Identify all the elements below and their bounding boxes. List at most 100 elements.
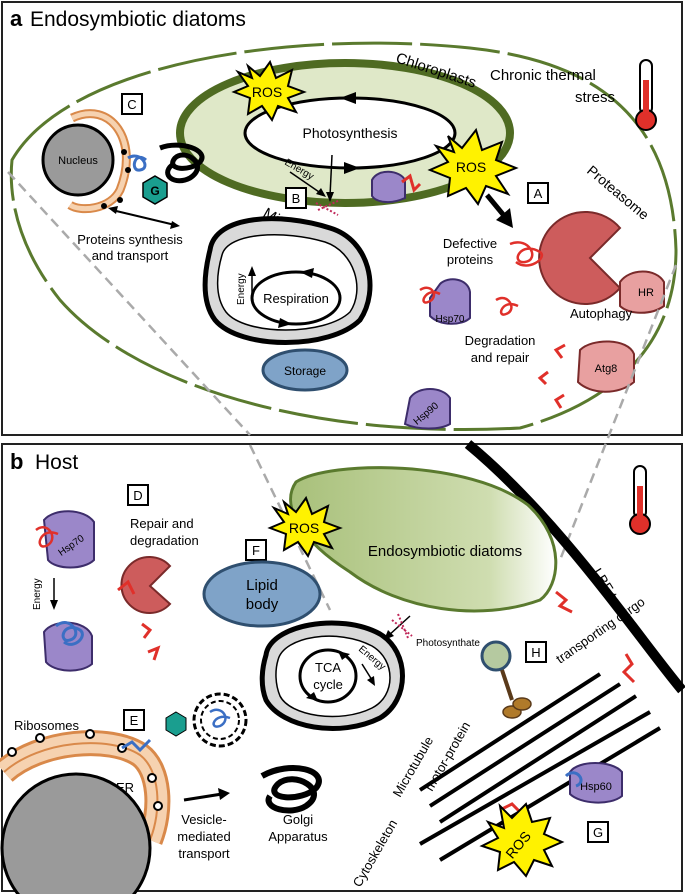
nascent-protein-b	[121, 738, 152, 753]
hsp60-label: Hsp60	[580, 781, 612, 793]
box-c	[121, 93, 143, 115]
panel-a-title: Endosymbiotic diatoms	[30, 8, 246, 31]
atg8-protein	[576, 340, 635, 393]
ros-to-defective-arrowhead	[496, 208, 513, 228]
degradation-repair-label-1: Degradation	[465, 333, 536, 348]
vesicle-cargo	[209, 708, 231, 728]
ros-right-label: ROS	[456, 159, 486, 175]
misfolded-red-a1	[509, 241, 544, 267]
ribosome-b2	[35, 733, 45, 743]
panel-b-letter: b	[10, 449, 23, 474]
tca-label-1: TCA	[315, 660, 341, 675]
storage-label: Storage	[284, 364, 326, 378]
repair-degradation-label-1: Repair and	[130, 516, 194, 531]
degradation-repair-label-2: and repair	[471, 350, 530, 365]
respiration-label: Respiration	[263, 291, 329, 306]
vesicle-label-2: mediated	[177, 829, 230, 844]
photosynthate-label: Photosynthate	[416, 638, 480, 649]
box-b	[285, 187, 307, 209]
hsp70-a	[429, 278, 471, 325]
unfolded-red-b3	[141, 622, 153, 639]
hsp90	[403, 388, 451, 430]
ros-star-right	[427, 127, 519, 206]
ribosome-a2	[125, 167, 131, 173]
nucleus-label: Nucleus	[58, 155, 98, 167]
defective-proteins-label-1: Defective	[443, 236, 497, 251]
chaperone-purple-a1	[371, 170, 406, 204]
energy-d-label: Energy	[32, 578, 43, 610]
photosynthate-blockade	[391, 613, 413, 639]
box-f-label: F	[252, 543, 260, 558]
ros-star-bottom	[479, 802, 565, 878]
vesicle-transport-arrow	[183, 792, 223, 802]
misfolded-red-b1	[35, 526, 59, 548]
box-a-label: A	[534, 186, 543, 201]
misfolded-red-a3	[495, 296, 519, 316]
refolded-blue-b	[55, 621, 84, 646]
nucleus	[41, 123, 115, 197]
hsp60-bound-blue	[564, 771, 583, 788]
unfolded-red-a6	[553, 393, 565, 409]
defective-proteins-label-2: proteins	[447, 252, 494, 267]
proteins-synthesis-label-2: and transport	[92, 248, 169, 263]
lipid-body-label-2: body	[246, 596, 279, 613]
ros-star-b	[267, 495, 343, 559]
cytoskeleton-label: Cytoskeleton	[350, 817, 401, 890]
hsp70-b	[42, 510, 95, 569]
unfolded-protein-a1	[401, 173, 422, 193]
cargo-vesicle	[480, 640, 512, 672]
panel-b-border	[1, 443, 683, 892]
repair-degradation-label-2: degradation	[130, 533, 199, 548]
endosymbiotic-diatoms-label: Endosymbiotic diatoms	[368, 543, 522, 560]
thermometer-icon-b	[629, 465, 651, 535]
ribosome-b5	[147, 773, 157, 783]
lipid-body-label-1: Lipid	[246, 577, 278, 594]
cycle-arrow-bottom	[344, 162, 360, 174]
hr-protein	[619, 270, 665, 314]
protein-transport-double-arrow	[111, 209, 176, 226]
chloro-down-arrow	[329, 154, 333, 197]
box-f	[245, 539, 267, 561]
motor-protein-stalk	[500, 669, 514, 701]
energy-f-arrow	[361, 663, 373, 681]
ros-star-top	[231, 59, 307, 123]
tca-label-2: cycle	[313, 677, 343, 692]
autophagy-label: Autophagy	[570, 306, 633, 321]
panel-b-title: Host	[35, 451, 78, 474]
ribosome-b1	[7, 747, 17, 757]
endosymbiotic-diatom-b	[289, 466, 558, 613]
storage-body	[261, 348, 349, 392]
box-a	[527, 182, 549, 204]
ros-b-label: ROS	[289, 520, 319, 536]
proteasome	[538, 211, 622, 305]
unfolded-red-h2	[499, 802, 522, 814]
box-e	[123, 709, 145, 731]
teal-hexagon-e	[165, 711, 187, 737]
box-g	[587, 821, 609, 843]
cycle-arrow-top	[340, 92, 356, 104]
ribosome-a1	[121, 149, 127, 155]
ros-top-label: ROS	[252, 84, 282, 100]
box-b-label: B	[292, 191, 301, 206]
unfolded-red-b-edge	[555, 590, 573, 614]
unfolded-red-h1	[621, 653, 636, 684]
photosynthesis-label: Photosynthesis	[303, 125, 398, 141]
box-e-label: E	[130, 713, 139, 728]
ribosome-a3	[101, 203, 107, 209]
vesicle-label-3: transport	[178, 846, 230, 861]
proteins-synthesis-label-1: Proteins synthesis	[77, 232, 183, 247]
box-h	[525, 641, 547, 663]
g-hexagon	[142, 175, 168, 205]
box-d	[127, 484, 149, 506]
golgi-scribble-a	[159, 142, 205, 184]
zoom-line-right	[558, 264, 678, 561]
host-membrane	[464, 440, 685, 694]
motor-protein-head-2	[512, 697, 532, 711]
golgi-b	[260, 765, 322, 814]
atg8-label: Atg8	[595, 363, 618, 375]
golgi-label-1: Golgi	[283, 812, 313, 827]
panel-a-letter: a	[10, 6, 23, 31]
golgi-label-2: Apparatus	[268, 829, 328, 844]
energy-mito-label: Energy	[236, 273, 247, 305]
